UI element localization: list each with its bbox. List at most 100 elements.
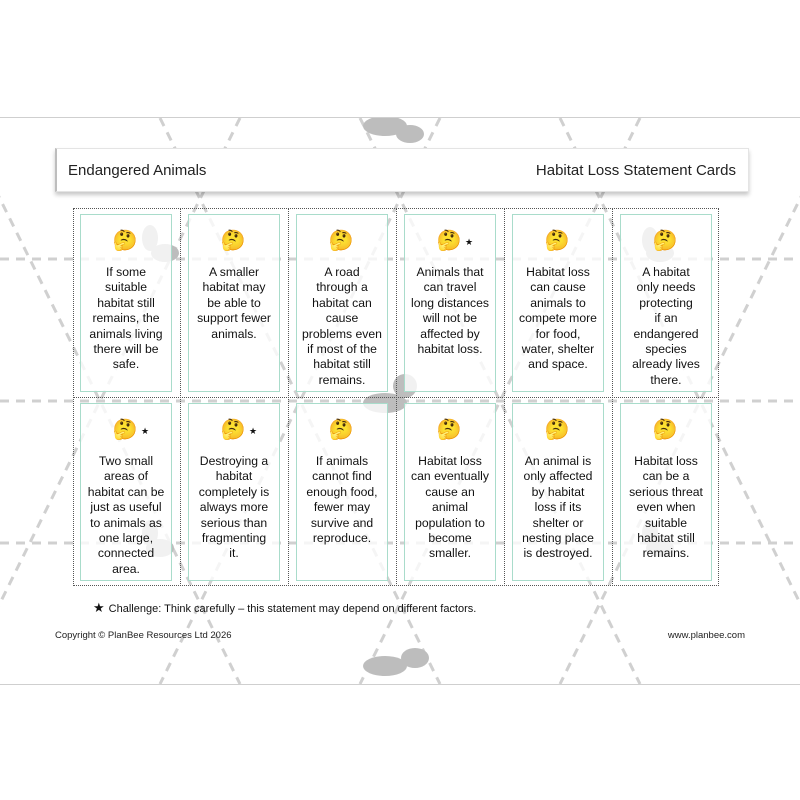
- statement-line: can eventually: [411, 469, 489, 484]
- statement-line: only affected: [523, 469, 593, 484]
- statement-line: cannot find: [312, 469, 372, 484]
- statement-line: affected by: [420, 326, 480, 341]
- resource-title: Habitat Loss Statement Cards: [535, 162, 736, 179]
- thinking-face-icon: 🤔: [544, 230, 570, 252]
- statement-line: habitat loss.: [417, 342, 483, 357]
- statement-line: it.: [229, 546, 239, 561]
- thinking-face-icon: 🤔: [112, 419, 138, 441]
- statement-line: and space.: [528, 357, 588, 372]
- worksheet-page: Endangered Animals Habitat Loss Statemen…: [0, 117, 800, 685]
- statement-line: shelter or: [532, 515, 584, 530]
- statement-line: if an: [654, 311, 678, 326]
- statement-line: compete more: [519, 311, 597, 326]
- statement-line: animals to: [530, 295, 586, 310]
- statement-line: habitat can: [312, 295, 372, 310]
- statement-line: there will be: [93, 342, 159, 357]
- statement-line: is destroyed.: [523, 546, 593, 561]
- copyright-text: Copyright © PlanBee Resources Ltd 2026: [55, 630, 232, 641]
- star-icon: ★: [141, 426, 150, 436]
- statement-line: If some: [106, 265, 146, 279]
- statement-line: remains, the: [92, 311, 160, 326]
- statement-line: areas of: [103, 469, 149, 484]
- statement-line: habitat still: [313, 357, 371, 372]
- cut-line-vertical: [396, 208, 397, 586]
- thinking-face-icon: 🤔: [652, 230, 678, 252]
- thinking-face-icon: 🤔: [436, 230, 462, 252]
- website-link[interactable]: www.planbee.com: [667, 630, 745, 641]
- star-icon: ★: [249, 426, 258, 436]
- statement-line: loss if its: [534, 500, 582, 515]
- statement-line: Destroying a: [199, 454, 269, 468]
- statement-line: will not be: [422, 311, 478, 326]
- cut-line-vertical: [504, 208, 505, 586]
- statement-line: can travel: [423, 280, 477, 295]
- thinking-face-icon: 🤔: [544, 419, 570, 441]
- statement-line: Two small: [98, 454, 154, 468]
- statement-line: Habitat loss: [418, 454, 482, 468]
- statement-line: just as useful: [90, 500, 162, 515]
- statement-line: if most of the: [307, 342, 377, 357]
- statement-line: can be a: [642, 469, 690, 484]
- statement-line: water, shelter: [521, 342, 595, 357]
- statement-line: cause an: [425, 484, 475, 499]
- thinking-face-icon: 🤔: [220, 230, 246, 252]
- challenge-note: ★Challenge: Think carefully – this state…: [93, 600, 476, 616]
- thinking-face-icon: 🤔: [328, 419, 354, 441]
- thinking-face-icon: 🤔: [652, 419, 678, 441]
- statement-line: An animal is: [524, 454, 592, 468]
- statement-line: habitat can be: [87, 484, 165, 499]
- statement-line: completely is: [198, 484, 270, 499]
- statement-line: become: [428, 531, 472, 546]
- statement-line: connected: [97, 546, 155, 561]
- statement-line: one large,: [98, 531, 154, 546]
- statement-line: serious threat: [629, 484, 703, 499]
- statement-line: fewer may: [313, 500, 371, 515]
- star-icon: ★: [93, 600, 105, 615]
- statement-line: survive and: [310, 515, 374, 530]
- statement-line: even when: [636, 500, 696, 515]
- statement-line: smaller.: [429, 546, 471, 561]
- thinking-face-icon: 🤔: [328, 230, 354, 252]
- statement-line: Animals that: [416, 265, 484, 279]
- statement-line: to animals as: [90, 515, 162, 530]
- statement-line: be able to: [207, 295, 261, 310]
- statement-line: cause: [325, 311, 359, 326]
- statement-line: Habitat loss: [634, 454, 698, 468]
- statement-line: animal: [432, 500, 468, 515]
- statement-line: suitable: [644, 515, 687, 530]
- challenge-text: Challenge: Think carefully – this statem…: [108, 603, 477, 615]
- statement-line: for food,: [535, 326, 581, 341]
- statement-line: habitat still: [97, 295, 155, 310]
- statement-line: only needs: [636, 280, 696, 295]
- statement-line: always more: [199, 500, 269, 515]
- statement-line: habitat may: [202, 280, 266, 295]
- cut-line-vertical: [612, 208, 613, 586]
- statement-line: endangered: [633, 326, 699, 341]
- statement-line: reproduce.: [312, 531, 372, 546]
- star-icon: ★: [465, 237, 474, 247]
- statement-line: nesting place: [522, 531, 594, 546]
- statement-line: population to: [415, 515, 485, 530]
- statement-line: remains.: [642, 546, 690, 561]
- thinking-face-icon: 🤔: [436, 419, 462, 441]
- statement-line: area.: [112, 561, 140, 576]
